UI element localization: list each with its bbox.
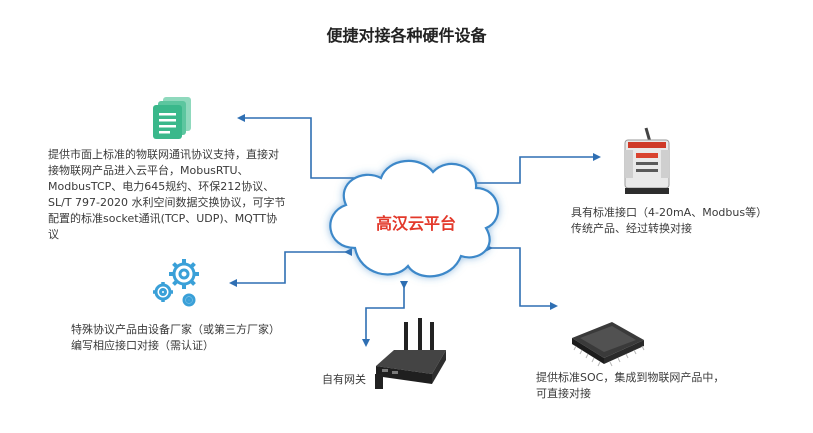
standard-interface-text: 具有标准接口（4-20mA、Modbus等） 传统产品、经过转换对接: [571, 205, 806, 237]
cloud-platform: [329, 159, 500, 278]
page-title: 便捷对接各种硬件设备: [326, 26, 487, 45]
connector-gateway: [362, 281, 408, 347]
soc-text: 提供标准SOC，集成到物联网产品中， 可直接对接: [536, 370, 766, 402]
text-line: 具有标准接口（4-20mA、Modbus等）: [571, 206, 768, 219]
text-line: 传统产品、经过转换对接: [571, 222, 692, 235]
text-line: 提供市面上标准的物联网通讯协议支持，直接对: [48, 148, 279, 161]
connector-standard-interface: [464, 153, 601, 187]
text-line: 可直接对接: [536, 387, 591, 400]
text-line: 编写相应接口对接（需认证）: [71, 339, 214, 352]
text-line: 配置的标准socket通讯(TCP、UDP)、MQTT协: [48, 212, 278, 225]
text-line: 接物联网产品进入云平台，MobusRTU、: [48, 164, 249, 177]
connector-soc: [485, 244, 558, 310]
connector-standard-protocols: [237, 114, 391, 182]
text-line: SL/T 797-2020 水利空间数据交换协议，可字节: [48, 196, 286, 209]
text-line: 自有网关: [322, 373, 366, 386]
gateway-text: 自有网关: [322, 372, 382, 388]
gears-icon: [153, 259, 199, 307]
custom-protocols-text: 特殊协议产品由设备厂家（或第三方厂家） 编写相应接口对接（需认证）: [71, 322, 311, 354]
text-line: 提供标准SOC，集成到物联网产品中，: [536, 371, 725, 384]
converter-module-icon: [624, 127, 670, 194]
text-line: ModbusTCP、电力645规约、环保212协议、: [48, 180, 275, 193]
text-line: 议: [48, 228, 59, 241]
document-stack-icon: [153, 97, 191, 139]
router-icon: [375, 318, 446, 389]
connector-custom-protocols: [229, 248, 352, 287]
text-line: 特殊协议产品由设备厂家（或第三方厂家）: [71, 323, 280, 336]
chip-icon: [572, 322, 645, 367]
platform-name: 高汉云平台: [375, 214, 456, 233]
standard-protocols-text: 提供市面上标准的物联网通讯协议支持，直接对 接物联网产品进入云平台，MobusR…: [48, 147, 306, 243]
